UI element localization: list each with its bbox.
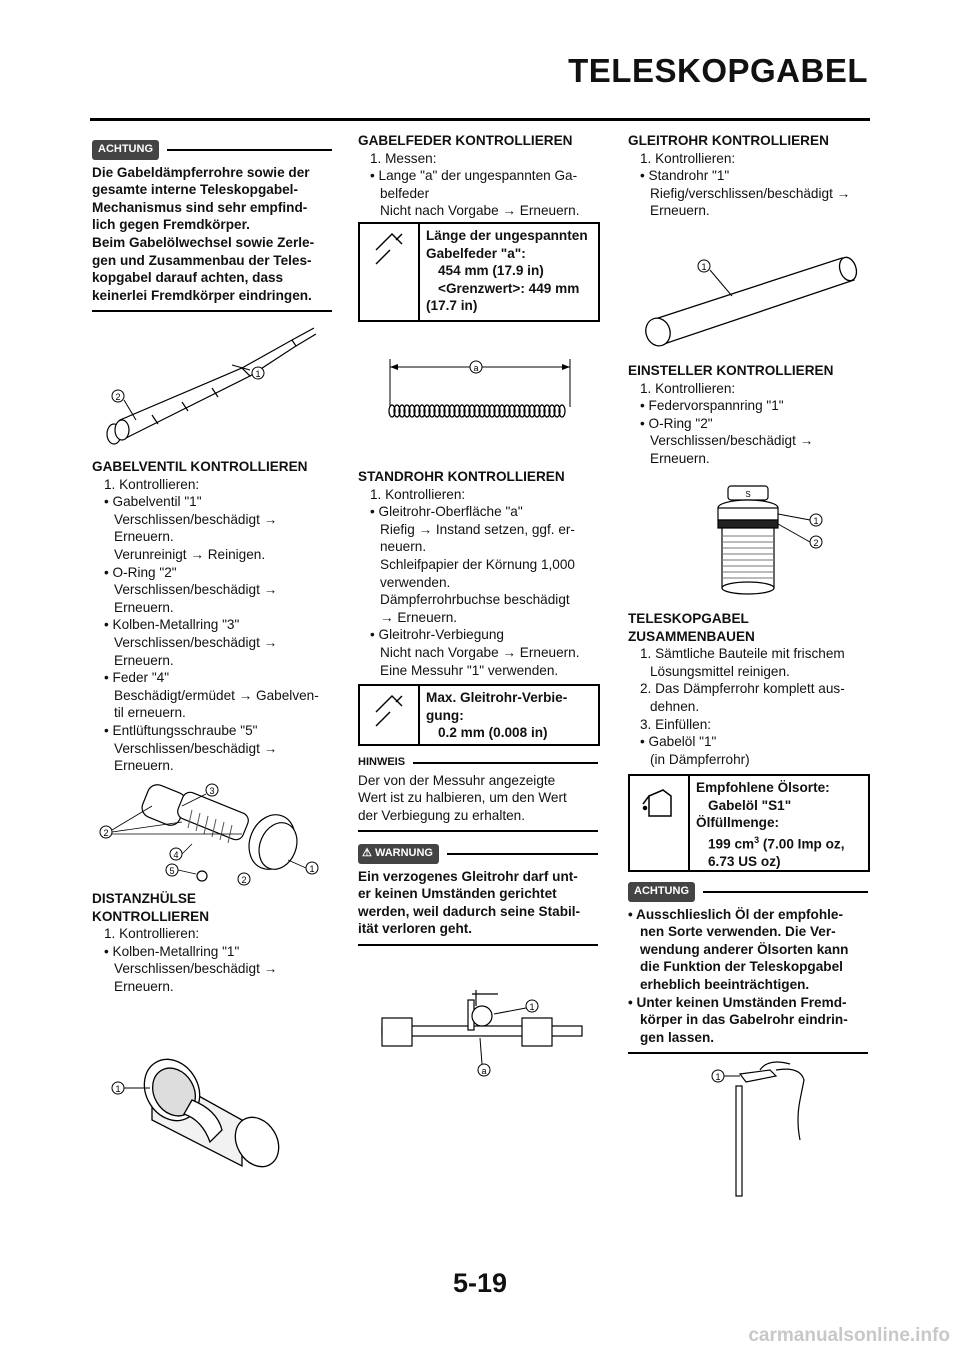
section-assembly: TELESKOPGABEL ZUSAMMENBAUEN 1. Sämtliche… bbox=[628, 610, 868, 768]
spring-coil bbox=[538, 404, 546, 418]
note-label: HINWEIS bbox=[358, 756, 406, 768]
spring-coil bbox=[523, 404, 531, 418]
spring-coil bbox=[503, 404, 511, 418]
spring-coil bbox=[393, 404, 401, 418]
spring-coil bbox=[443, 404, 451, 418]
warning-icon: ⚠ bbox=[362, 847, 372, 859]
spring-coil bbox=[418, 404, 426, 418]
section-collar: DISTANZHÜLSE KONTROLLIEREN 1. Kontrollie… bbox=[92, 890, 332, 996]
figure-fork-valve: 1 2 bbox=[106, 327, 317, 445]
spring-coil bbox=[513, 404, 521, 418]
figure-collar: 1 bbox=[111, 1058, 280, 1168]
spring-coil bbox=[493, 404, 501, 418]
callout-a: a bbox=[481, 1066, 486, 1076]
spring-coil bbox=[468, 404, 476, 418]
callout-1: 1 bbox=[813, 516, 818, 526]
spring-coil bbox=[518, 404, 526, 418]
spring-coil bbox=[553, 404, 561, 418]
warning-block: ⚠ WARNUNG Ein verzogenes Gleitrohr darf … bbox=[358, 844, 598, 946]
section-tube: STANDROHR KONTROLLIEREN 1. Kontrollieren… bbox=[358, 468, 598, 679]
spring-coil bbox=[498, 404, 506, 418]
adjuster-cap-label: S bbox=[745, 490, 750, 499]
spring-coil bbox=[403, 404, 411, 418]
figure-adjuster: S 1 2 bbox=[717, 485, 823, 595]
figure-dial-gauge: 1 a bbox=[381, 990, 583, 1077]
spring-coil bbox=[458, 404, 466, 418]
spring-coil bbox=[423, 404, 431, 418]
figure-valve-assembly: 3 2 4 5 2 1 bbox=[99, 783, 319, 886]
spring-coil bbox=[543, 404, 551, 418]
callout-5: 5 bbox=[169, 866, 174, 876]
callout-1: 1 bbox=[529, 1002, 534, 1012]
spring-coil bbox=[438, 404, 446, 418]
callout-2a: 2 bbox=[103, 828, 108, 838]
callout-1: 1 bbox=[115, 1084, 120, 1094]
title-rule bbox=[90, 118, 870, 121]
spring-coil bbox=[508, 404, 516, 418]
column-1: ACHTUNG Die Gabeldämpferrohre sowie der … bbox=[92, 140, 332, 313]
heading-collar-1: DISTANZHÜLSE bbox=[92, 891, 196, 906]
spring-coil bbox=[478, 404, 486, 418]
watermark: carmanualsonline.info bbox=[748, 1325, 950, 1346]
measure-icon bbox=[360, 224, 420, 320]
spec-box-runout: Max. Gleitrohr-Verbie- gung: 0.2 mm (0.0… bbox=[358, 684, 600, 746]
callout-4: 4 bbox=[173, 850, 178, 860]
caution-badge: ACHTUNG bbox=[628, 882, 695, 902]
figure-oil-filling: 1 bbox=[711, 1061, 805, 1197]
heading-spring: GABELFEDER KONTROLLIEREN bbox=[358, 133, 573, 148]
spring-coil bbox=[558, 404, 566, 418]
spec-box-oil: Empfohlene Ölsorte: Gabelöl "S1" Ölfüllm… bbox=[628, 774, 870, 872]
spring-coil bbox=[528, 404, 536, 418]
warning-badge: ⚠ WARNUNG bbox=[358, 844, 439, 864]
spring-coil bbox=[453, 404, 461, 418]
caution-badge: ACHTUNG bbox=[92, 140, 159, 160]
heading-collar-2: KONTROLLIEREN bbox=[92, 908, 210, 924]
figure-spring: a bbox=[388, 359, 571, 418]
callout-3: 3 bbox=[209, 786, 214, 796]
callout-1: 1 bbox=[255, 369, 260, 379]
callout-1: 1 bbox=[715, 1072, 720, 1082]
spring-coil bbox=[413, 404, 421, 418]
spring-coil bbox=[548, 404, 556, 418]
callout-1: 1 bbox=[701, 262, 706, 272]
section-fork-valve: GABELVENTIL KONTROLLIEREN 1. Kontrollier… bbox=[92, 458, 332, 775]
measure-icon bbox=[360, 686, 420, 744]
callout-2: 2 bbox=[813, 538, 818, 548]
section-adjuster: EINSTELLER KONTROLLIEREN 1. Kontrolliere… bbox=[628, 362, 868, 468]
spring-coil bbox=[483, 404, 491, 418]
spring-coil bbox=[488, 404, 496, 418]
spring-coil bbox=[533, 404, 541, 418]
heading-adjuster: EINSTELLER KONTROLLIEREN bbox=[628, 363, 834, 378]
callout-a: a bbox=[473, 363, 478, 373]
figure-outer-tube: 1 bbox=[645, 256, 858, 347]
heading-tube: STANDROHR KONTROLLIEREN bbox=[358, 469, 565, 484]
spring-coil bbox=[463, 404, 471, 418]
spring-coil bbox=[448, 404, 456, 418]
spring-coil bbox=[408, 404, 416, 418]
spring-coil bbox=[433, 404, 441, 418]
spring-coil bbox=[428, 404, 436, 418]
heading-assembly-1: TELESKOPGABEL bbox=[628, 611, 749, 626]
section-spring: GABELFEDER KONTROLLIEREN 1. Messen: • La… bbox=[358, 132, 598, 220]
heading-outer-tube: GLEITROHR KONTROLLIEREN bbox=[628, 133, 829, 148]
spec-box-spring-length: Länge der ungespannten Gabelfeder "a": 4… bbox=[358, 222, 600, 322]
caution-block-2: ACHTUNG • Ausschlieslich Öl der empfohle… bbox=[628, 882, 868, 1055]
page-number: 5-19 bbox=[452, 1268, 508, 1298]
caution-header: ACHTUNG bbox=[92, 140, 332, 160]
heading-assembly-2: ZUSAMMENBAUEN bbox=[628, 628, 755, 644]
section-outer-tube: GLEITROHR KONTROLLIEREN 1. Kontrollieren… bbox=[628, 132, 868, 220]
caution-text: Die Gabeldämpferrohre sowie der gesamte … bbox=[92, 164, 315, 303]
spring-coil bbox=[398, 404, 406, 418]
callout-2: 2 bbox=[115, 392, 120, 402]
oil-can-icon bbox=[630, 776, 690, 870]
heading-fork-valve: GABELVENTIL KONTROLLIEREN bbox=[92, 459, 308, 474]
spring-coil bbox=[473, 404, 481, 418]
page-title: TELESKOPGABEL bbox=[568, 52, 868, 89]
callout-1: 1 bbox=[309, 864, 314, 874]
note-hinweis: HINWEIS Der von der Messuhr angezeigte W… bbox=[358, 754, 598, 833]
callout-2b: 2 bbox=[241, 875, 246, 885]
spring-coil bbox=[388, 404, 396, 418]
